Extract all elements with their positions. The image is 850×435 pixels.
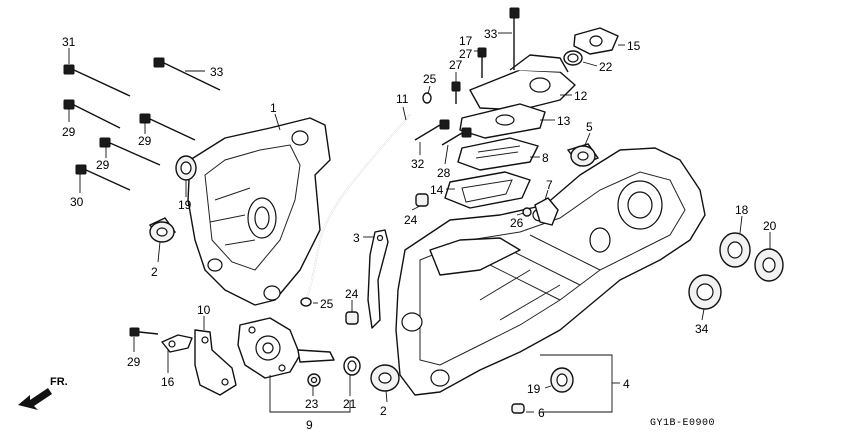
callout-31: 31 (62, 35, 76, 49)
pin-6 (511, 403, 525, 414)
dowel-pin-24-left (345, 311, 359, 325)
callout-27: 27 (459, 47, 473, 61)
callout-25: 25 (423, 72, 437, 86)
intake-manifold-12 (469, 54, 576, 111)
bolt-33-b (509, 7, 520, 70)
callout-10: 10 (197, 303, 211, 317)
callout-2: 2 (380, 404, 387, 418)
gasket-14 (444, 171, 531, 209)
bolt-29-a (63, 99, 121, 129)
bolt-29-c (99, 137, 161, 166)
bearing-2-left (148, 217, 177, 243)
callout-16: 16 (161, 375, 175, 389)
cable-guide-3 (367, 229, 389, 329)
leader-lines (68, 32, 771, 413)
right-crankcase (395, 147, 706, 396)
callout-6: 6 (538, 406, 545, 420)
callout-19: 19 (527, 382, 541, 396)
callout-1: 1 (270, 101, 277, 115)
callout-3: 3 (353, 231, 360, 245)
callout-13: 13 (557, 114, 571, 128)
callout-28: 28 (437, 166, 451, 180)
bolt-27-a (477, 47, 487, 78)
left-crankcase-cover (187, 117, 331, 306)
callout-18: 18 (735, 203, 749, 217)
callout-21: 21 (343, 397, 357, 411)
callout-9: 9 (306, 418, 313, 432)
bolt-27-b (451, 81, 461, 104)
oil-seal-19-right (550, 367, 574, 393)
callout-19: 19 (178, 198, 192, 212)
callout-26: 26 (510, 216, 524, 230)
bolt-31 (63, 64, 131, 97)
callout-14: 14 (430, 183, 444, 197)
callout-8: 8 (542, 151, 549, 165)
clip-25-lower (300, 297, 312, 307)
clip-25-upper (422, 92, 432, 104)
diagram-code: GY1B-E0900 (650, 418, 715, 429)
front-arrow-icon (18, 388, 52, 410)
oil-seal-19-left (175, 155, 197, 181)
bracket-10 (194, 329, 237, 396)
bolt-29-d (129, 327, 159, 337)
bolt-30 (75, 164, 131, 191)
callout-33: 33 (210, 65, 224, 79)
callout-numbers: 31 33 1 29 29 29 30 19 2 11 25 3 24 25 1… (62, 27, 777, 432)
callout-29: 29 (138, 134, 152, 148)
bearing-2-bottom (370, 364, 400, 392)
bolt-32 (414, 119, 450, 141)
callout-22: 22 (599, 60, 613, 74)
callout-33: 33 (484, 27, 498, 41)
callout-11: 11 (396, 92, 409, 106)
bracket-16 (161, 334, 193, 353)
oil-pump-assembly (237, 317, 335, 379)
callout-30: 30 (70, 195, 84, 209)
oil-seal-21 (343, 356, 361, 376)
callout-20: 20 (763, 219, 777, 233)
callout-5: 5 (586, 120, 593, 134)
bolt-26 (522, 207, 532, 217)
callout-2: 2 (151, 265, 158, 279)
callout-7: 7 (546, 178, 553, 192)
plate-15 (573, 27, 619, 55)
callout-29: 29 (127, 355, 141, 369)
bracket-7 (534, 197, 559, 226)
callout-23: 23 (305, 397, 319, 411)
bolt-33 (153, 57, 221, 91)
bolt-28 (441, 127, 472, 146)
callout-12: 12 (574, 89, 588, 103)
bearing-34 (688, 274, 722, 310)
callout-24: 24 (404, 213, 418, 227)
insulator-13 (459, 103, 546, 139)
breather-tube-11 (305, 114, 411, 301)
bearing-18 (719, 232, 751, 268)
collar-5 (566, 143, 600, 167)
callout-25: 25 (320, 297, 334, 311)
callout-27: 27 (449, 58, 463, 72)
callout-15: 15 (627, 39, 641, 53)
callout-34: 34 (695, 322, 709, 336)
bearing-20 (754, 248, 784, 282)
callout-32: 32 (411, 157, 425, 171)
front-label: FR. (50, 376, 68, 388)
callout-24: 24 (345, 287, 359, 301)
o-ring-22 (563, 50, 583, 66)
collar-23 (307, 373, 321, 387)
dowel-pin-24-right (415, 193, 429, 207)
callout-29: 29 (96, 158, 110, 172)
callout-29: 29 (62, 125, 76, 139)
callout-17: 17 (459, 34, 473, 48)
reed-valve-8 (457, 137, 539, 171)
callout-4: 4 (623, 377, 630, 391)
